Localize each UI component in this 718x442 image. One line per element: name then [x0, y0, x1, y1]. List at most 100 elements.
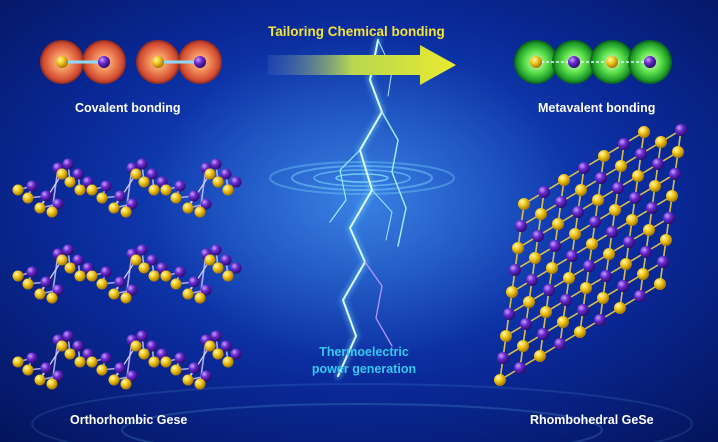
- ge-atom: [558, 174, 570, 186]
- se-atom: [578, 162, 590, 174]
- se-atom: [618, 138, 630, 150]
- ge-atom: [523, 296, 535, 308]
- se-atom: [635, 148, 647, 160]
- ge-atom: [512, 242, 524, 254]
- ge-atom: [632, 170, 644, 182]
- ge-atom: [603, 248, 615, 260]
- se-atom: [509, 264, 521, 276]
- ge-atom: [540, 306, 552, 318]
- se-atom: [537, 328, 549, 340]
- se-atom: [526, 274, 538, 286]
- orthorhombic-unit: [12, 330, 94, 390]
- ge-atom: [614, 302, 626, 314]
- se-atom: [634, 290, 646, 302]
- se-atom: [577, 304, 589, 316]
- se-atom: [497, 352, 509, 364]
- thermoelectric-caption-line1: Thermoelectric: [319, 345, 409, 359]
- ge-atom: [535, 208, 547, 220]
- ge-atom: [609, 204, 621, 216]
- ge-atom: [557, 316, 569, 328]
- ge-atom: [643, 224, 655, 236]
- ge-atom: [569, 228, 581, 240]
- ge-atom: [517, 340, 529, 352]
- thermoelectric-caption-line2: power generation: [311, 362, 417, 376]
- rhombohedral-label: Rhombohedral GeSe: [530, 413, 654, 427]
- ge-atom: [637, 268, 649, 280]
- rhombohedral-structure: [494, 124, 687, 386]
- ge-atom: [529, 252, 541, 264]
- ge-atom: [672, 146, 684, 158]
- se-atom: [623, 236, 635, 248]
- se-atom: [520, 318, 532, 330]
- ge-atom: [620, 258, 632, 270]
- se-atom: [675, 124, 687, 136]
- se-atom: [669, 168, 681, 180]
- ge-atom: [506, 286, 518, 298]
- bonding-arrow-label: Tailoring Chemical bonding: [268, 24, 445, 39]
- ge-atom: [518, 198, 530, 210]
- orthorhombic-unit: [86, 244, 168, 304]
- se-atom: [617, 280, 629, 292]
- se-atom: [503, 308, 515, 320]
- se-atom: [663, 212, 675, 224]
- ge-atom: [649, 180, 661, 192]
- ge-atom: [494, 374, 506, 386]
- ge-atom: [500, 330, 512, 342]
- se-atom: [572, 206, 584, 218]
- se-atom: [600, 270, 612, 282]
- metavalent-bonding-diagram: [514, 40, 672, 84]
- ge-atom: [660, 234, 672, 246]
- ge-atom: [654, 278, 666, 290]
- ge-atom: [575, 184, 587, 196]
- ge-atom: [534, 350, 546, 362]
- ge-atom: [592, 194, 604, 206]
- se-atom: [554, 338, 566, 350]
- orthorhombic-label: Orthorhombic Gese: [70, 413, 188, 427]
- ge-atom: [615, 160, 627, 172]
- ge-atom: [626, 214, 638, 226]
- orthorhombic-unit: [86, 158, 168, 218]
- se-atom: [646, 202, 658, 214]
- se-atom: [532, 230, 544, 242]
- se-atom: [606, 226, 618, 238]
- se-atom: [543, 284, 555, 296]
- se-atom: [515, 220, 527, 232]
- ge-atom: [655, 136, 667, 148]
- ge-atom: [597, 292, 609, 304]
- ge-atom: [563, 272, 575, 284]
- lightning-bolt: [329, 36, 407, 380]
- se-atom: [560, 294, 572, 306]
- se-atom: [594, 314, 606, 326]
- se-atom: [555, 196, 567, 208]
- covalent-bonding-diagram: [40, 40, 222, 84]
- ge-atom: [580, 282, 592, 294]
- se-atom: [589, 216, 601, 228]
- se-atom: [514, 362, 526, 374]
- ge-atom: [666, 190, 678, 202]
- orthorhombic-unit: [12, 244, 94, 304]
- se-atom: [657, 256, 669, 268]
- se-atom: [652, 158, 664, 170]
- se-atom: [538, 186, 550, 198]
- covalent-bonding-label: Covalent bonding: [75, 101, 181, 115]
- orthorhombic-unit: [160, 158, 242, 218]
- se-atom: [612, 182, 624, 194]
- orthorhombic-structure: [12, 158, 242, 390]
- orthorhombic-unit: [160, 244, 242, 304]
- metavalent-bonding-label: Metavalent bonding: [538, 101, 656, 115]
- ge-atom: [546, 262, 558, 274]
- se-atom: [640, 246, 652, 258]
- bonding-transition-arrow: [268, 45, 456, 85]
- ge-atom: [638, 126, 650, 138]
- thermoelectric-caption: Thermoelectric power generation: [298, 344, 430, 378]
- ge-atom: [552, 218, 564, 230]
- se-atom: [629, 192, 641, 204]
- se-atom: [595, 172, 607, 184]
- se-atom: [583, 260, 595, 272]
- orthorhombic-unit: [160, 330, 242, 390]
- ge-atom: [586, 238, 598, 250]
- se-atom: [566, 250, 578, 262]
- ge-atom: [598, 150, 610, 162]
- orthorhombic-unit: [86, 330, 168, 390]
